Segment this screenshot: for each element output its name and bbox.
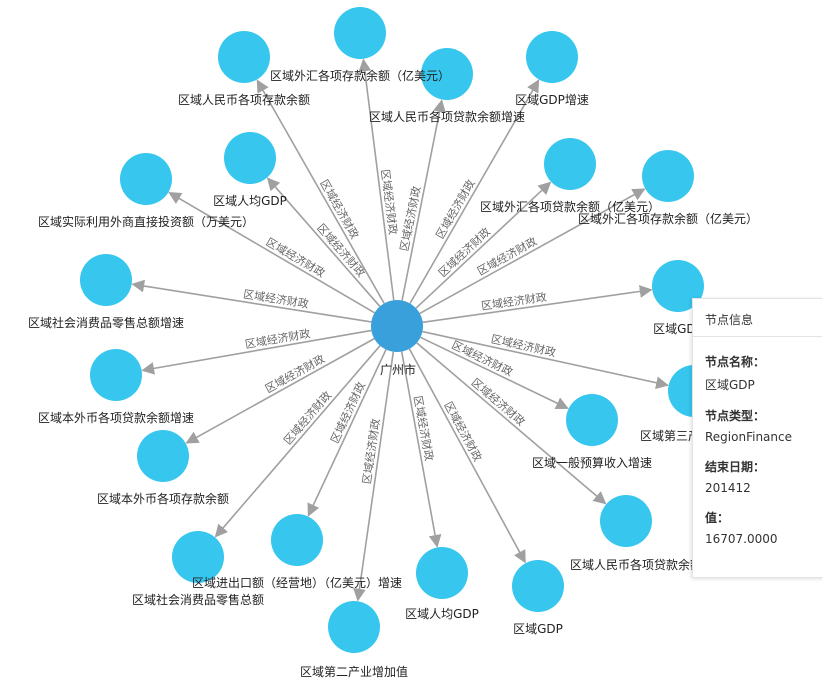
graph-node-1[interactable] bbox=[218, 31, 270, 83]
edge-11 bbox=[422, 330, 669, 390]
edge-8 bbox=[131, 279, 372, 323]
info-value-value: 16707.0000 bbox=[705, 532, 778, 546]
graph-node-label-1: 区域人民币各项存款余额 bbox=[178, 92, 310, 107]
graph-node-16[interactable] bbox=[172, 531, 224, 583]
graph-node-label-12: 区域本外币各项存款余额 bbox=[97, 491, 229, 506]
edge-19 bbox=[353, 351, 395, 602]
edge-label-14: 区域经济财政 bbox=[469, 375, 528, 428]
edge-12 bbox=[185, 337, 375, 444]
graph-node-label-19: 区域第二产业增加值 bbox=[300, 664, 408, 679]
edge-label-2: 区域经济财政 bbox=[397, 185, 424, 252]
info-value-node-name: 区域GDP bbox=[705, 378, 755, 392]
graph-node-0[interactable] bbox=[334, 7, 386, 59]
edge-10 bbox=[141, 329, 372, 375]
edge-label-3: 区域经济财政 bbox=[433, 177, 478, 241]
edge-13 bbox=[420, 336, 569, 410]
graph-node-label-17: 区域人均GDP bbox=[405, 607, 479, 621]
graph-node-7[interactable] bbox=[642, 150, 694, 202]
graph-node-label-15: 区域进出口额（经营地）（亿美元）增速 bbox=[192, 575, 402, 590]
edge-5 bbox=[266, 177, 381, 307]
graph-node-18[interactable] bbox=[512, 560, 564, 612]
edge-18 bbox=[408, 348, 526, 564]
edge-9 bbox=[422, 285, 653, 324]
edge-label-17: 区域经济财政 bbox=[411, 395, 437, 462]
graph-node-label-13: 区域一般预算收入增速 bbox=[532, 455, 652, 470]
edge-7 bbox=[419, 188, 646, 315]
graph-node-9[interactable] bbox=[652, 260, 704, 312]
edge-17 bbox=[400, 351, 442, 548]
graph-node-label-7: 区域外汇各项存款余额（亿美元） bbox=[578, 211, 758, 226]
graph-node-8[interactable] bbox=[80, 254, 132, 306]
info-panel-title: 节点信息 bbox=[693, 299, 822, 337]
graph-node-label-4: 区域实际利用外商直接投资额（万美元） bbox=[38, 214, 254, 229]
edge-4 bbox=[168, 191, 375, 314]
graph-node-17[interactable] bbox=[416, 547, 468, 599]
graph-node-label-2: 区域人民币各项贷款余额增速 bbox=[369, 109, 525, 124]
info-value-node-type: RegionFinance bbox=[705, 430, 792, 444]
graph-node-15[interactable] bbox=[271, 514, 323, 566]
graph-node-10[interactable] bbox=[90, 349, 142, 401]
edge-label-18: 区域经济财政 bbox=[441, 399, 485, 464]
node-info-panel: 节点信息 节点名称： 区域GDP 节点类型： RegionFinance 结束日… bbox=[692, 298, 822, 578]
edge-2 bbox=[401, 99, 446, 301]
graph-node-label-10: 区域本外币各项贷款余额增速 bbox=[38, 410, 194, 425]
graph-node-label-18: 区域GDP bbox=[513, 622, 563, 636]
graph-node-14[interactable] bbox=[600, 495, 652, 547]
info-key-end-date: 结束日期： bbox=[705, 460, 766, 474]
graph-node-label-14: 区域人民币各项贷款余额 bbox=[570, 557, 702, 572]
center-node-guangzhou[interactable] bbox=[371, 300, 423, 352]
edge-16 bbox=[214, 345, 381, 538]
edge-label-12: 区域经济财政 bbox=[263, 351, 327, 395]
graph-node-19[interactable] bbox=[328, 601, 380, 653]
edge-1 bbox=[256, 79, 385, 304]
graph-node-label-3: 区域GDP增速 bbox=[515, 93, 589, 107]
edge-label-11: 区域经济财政 bbox=[490, 332, 557, 360]
graph-node-label-6: 区域外汇各项贷款余额（亿美元） bbox=[480, 199, 660, 214]
graph-node-4[interactable] bbox=[120, 153, 172, 205]
graph-node-2[interactable] bbox=[421, 48, 473, 100]
edge-label-4: 区域经济财政 bbox=[264, 235, 328, 280]
edge-label-15: 区域经济财政 bbox=[327, 380, 368, 446]
graph-node-label-9: 区域GDP bbox=[653, 322, 703, 336]
center-node-label: 广州市 bbox=[380, 362, 416, 377]
graph-node-13[interactable] bbox=[566, 394, 618, 446]
edge-6 bbox=[415, 181, 552, 309]
graph-node-3[interactable] bbox=[526, 31, 578, 83]
edge-15 bbox=[307, 349, 387, 517]
edge-3 bbox=[409, 79, 540, 304]
info-key-node-type: 节点类型： bbox=[705, 409, 766, 423]
graph-node-5[interactable] bbox=[224, 132, 276, 184]
info-key-node-name: 节点名称： bbox=[705, 355, 766, 369]
graph-node-label-8: 区域社会消费品零售总额增速 bbox=[28, 315, 184, 330]
edge-label-16: 区域经济财政 bbox=[281, 388, 335, 447]
graph-node-12[interactable] bbox=[137, 430, 189, 482]
graph-node-label-0: 区域外汇各项存款余额（亿美元） bbox=[270, 68, 450, 83]
graph-node-label-5: 区域人均GDP bbox=[213, 194, 287, 208]
graph-node-6[interactable] bbox=[544, 138, 596, 190]
edge-14 bbox=[416, 342, 607, 505]
info-panel-body: 节点名称： 区域GDP 节点类型： RegionFinance 结束日期： 20… bbox=[693, 337, 822, 546]
edge-0 bbox=[358, 58, 395, 301]
info-value-end-date: 201412 bbox=[705, 481, 751, 495]
info-key-value: 值： bbox=[705, 511, 730, 525]
graph-node-label-16: 区域社会消费品零售总额 bbox=[132, 592, 264, 607]
